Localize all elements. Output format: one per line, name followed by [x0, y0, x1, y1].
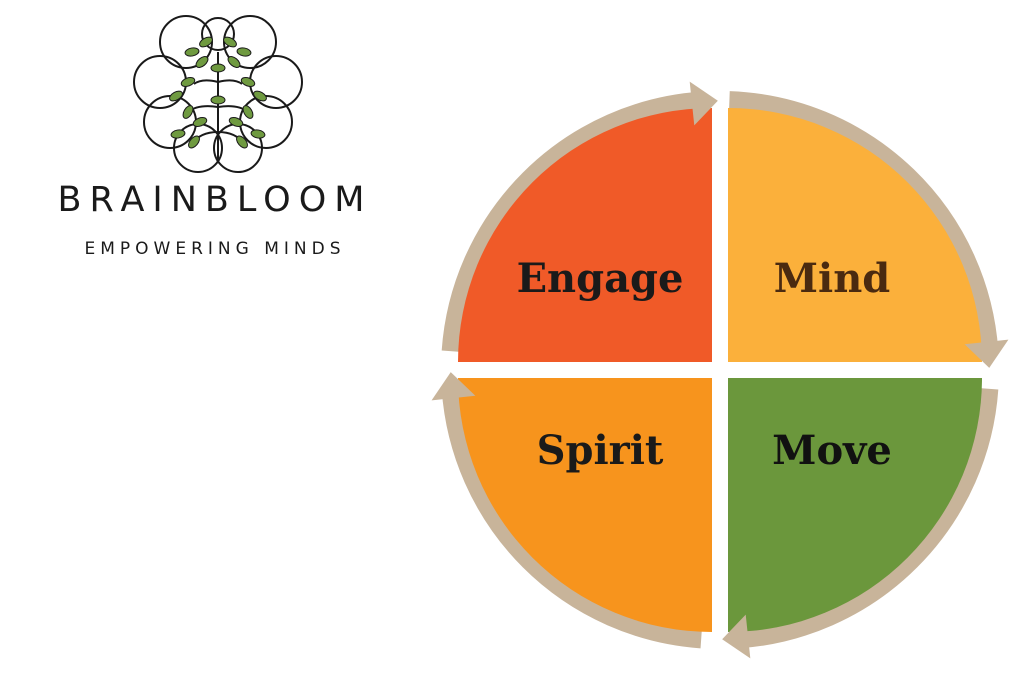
leaf-icon: [199, 36, 213, 48]
leaf-icon: [240, 77, 256, 87]
move-label: Move: [772, 427, 892, 474]
brand-tagline: EMPOWERING MINDS: [84, 239, 346, 259]
cycle-ring-segment: [441, 91, 703, 353]
arrow-to-move-icon: [722, 614, 751, 659]
leaf-icon: [188, 135, 200, 149]
leaf-icon: [182, 105, 194, 119]
leaf-icon: [170, 129, 186, 139]
arrow-to-mind-icon: [964, 339, 1009, 368]
leaf-icon: [228, 117, 244, 127]
brainbloom-logo-icon: [133, 15, 303, 173]
engage-quadrant: [458, 108, 712, 362]
leaf-icon: [253, 90, 267, 102]
leaf-icon: [250, 129, 266, 139]
leaf-icon: [242, 105, 254, 119]
leaf-icon: [192, 117, 208, 127]
engage-label: Engage: [517, 255, 684, 302]
arrow-to-spirit-icon: [431, 372, 476, 401]
spirit-label: Spirit: [537, 427, 664, 474]
leaf-icon: [180, 77, 196, 87]
cycle-ring: [441, 91, 999, 649]
cycle-ring-segment: [441, 387, 703, 649]
leaf-icon: [223, 36, 237, 48]
mind-label: Mind: [774, 255, 891, 302]
brand-name: BRAINBLOOM: [57, 180, 373, 220]
cycle-ring-segment: [737, 387, 999, 649]
mind-quadrant: [728, 108, 982, 362]
spirit-quadrant: [458, 378, 712, 632]
leaf-icon: [169, 90, 183, 102]
leaf-icon: [184, 47, 200, 57]
leaf-icon: [195, 56, 209, 68]
move-quadrant: [728, 378, 982, 632]
leaf-icon: [236, 135, 248, 149]
leaf-icon: [227, 56, 241, 68]
leaf-icon: [210, 95, 226, 105]
leaf-icon: [236, 47, 252, 57]
cycle-ring-segment: [728, 91, 999, 353]
leaf-icon: [210, 63, 226, 73]
arrow-to-engage-icon: [689, 81, 718, 126]
